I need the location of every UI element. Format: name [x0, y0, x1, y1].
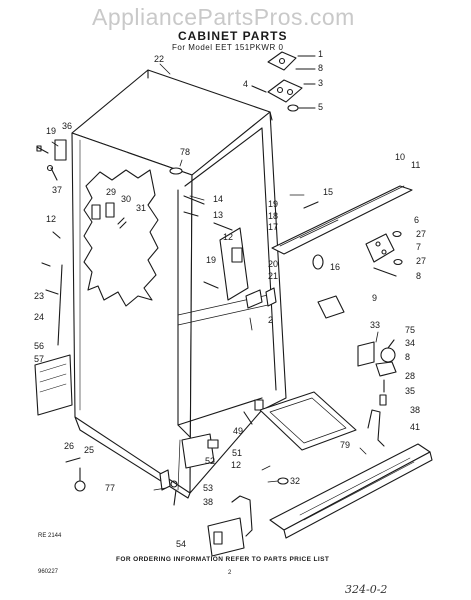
part-label: 23	[34, 291, 45, 301]
lower-left-parts	[160, 412, 252, 505]
part-label: 8	[405, 352, 411, 362]
part-label: 34	[405, 338, 416, 348]
left-hinge-screws	[37, 140, 66, 180]
interior-brackets	[184, 196, 276, 308]
part-label: 78	[180, 147, 191, 157]
part-label: 21	[268, 271, 279, 281]
lower-hinge-assembly	[366, 232, 402, 277]
top-plug	[170, 168, 182, 174]
door-rails	[272, 186, 412, 254]
plug-32	[278, 478, 288, 484]
part-label: 56	[34, 341, 45, 351]
part-label: 17	[268, 222, 279, 232]
part-label: 38	[410, 405, 421, 415]
ordering-footer-note: FOR ORDERING INFORMATION REFER TO PARTS …	[116, 556, 330, 563]
bracket-38-upper	[368, 410, 384, 446]
part-label: 30	[121, 194, 132, 204]
part-label: 49	[233, 426, 244, 436]
part-label: 75	[405, 325, 416, 335]
bumper-16	[313, 255, 323, 269]
part-label: 26	[64, 441, 75, 451]
part-label: 25	[84, 445, 95, 455]
part-label: 31	[136, 203, 147, 213]
part-label: 2	[268, 315, 274, 325]
diagram-subtitle: For Model EET 151PKWR 0	[172, 43, 284, 52]
drawing-code: RE 2144	[38, 533, 62, 539]
part-label: 18	[268, 211, 279, 221]
part-label: 33	[370, 320, 381, 330]
top-hinge-assembly	[252, 52, 315, 111]
leveling-legs	[66, 458, 85, 491]
part-label: 8	[318, 63, 324, 73]
part-label: 9	[372, 293, 378, 303]
part-label: 13	[213, 210, 224, 220]
part-label: 32	[290, 476, 301, 486]
lower-brackets	[208, 496, 252, 556]
part-label: 12	[46, 214, 57, 224]
part-label: 12	[231, 460, 242, 470]
part-label: 51	[232, 448, 243, 458]
insulation-cutaway	[84, 170, 158, 306]
part-label: 24	[34, 312, 45, 322]
page-mark: 2	[228, 570, 232, 576]
part-label: 1	[318, 49, 324, 59]
part-label: 77	[105, 483, 116, 493]
part-label: 54	[176, 539, 187, 549]
part-label: 6	[414, 215, 420, 225]
part-label: 29	[106, 187, 117, 197]
part-label: 22	[154, 54, 165, 64]
part-label: 41	[410, 422, 421, 432]
part-label: 38	[203, 497, 214, 507]
part-label: 37	[52, 185, 63, 195]
part-label: 57	[34, 354, 45, 364]
thermostat-cluster	[358, 340, 396, 405]
bracket-9	[318, 296, 344, 318]
part-label: 19	[268, 199, 279, 209]
part-label: 16	[330, 262, 341, 272]
part-label: 36	[62, 121, 73, 131]
diagram-title: CABINET PARTS	[178, 29, 288, 43]
left-side-fasteners	[42, 232, 62, 345]
part-label: 11	[411, 160, 421, 170]
part-label: 27	[416, 229, 427, 239]
part-label: 14	[213, 194, 224, 204]
drain-tray	[260, 392, 356, 450]
part-label: 19	[206, 255, 217, 265]
part-label: 8	[416, 271, 422, 281]
part-label: 28	[405, 371, 416, 381]
watermark: AppliancePartsPros.com	[92, 4, 355, 30]
part-label: 52	[205, 456, 216, 466]
part-label: 19	[46, 126, 57, 136]
part-label: 53	[203, 483, 214, 493]
part-label: 5	[318, 102, 324, 112]
part-label: 10	[395, 152, 406, 162]
part-label: 35	[405, 386, 416, 396]
part-label: 27	[416, 256, 427, 266]
small-code: 960227	[38, 569, 59, 575]
part-label: 3	[318, 78, 324, 88]
part-label: 7	[416, 242, 422, 252]
part-label: 15	[323, 187, 334, 197]
part-label: 4	[243, 79, 249, 89]
leader-lines	[52, 64, 378, 490]
part-label: 79	[340, 440, 351, 450]
toe-grille	[270, 444, 432, 538]
handwritten-note: 324-0-2	[345, 583, 388, 596]
part-label: 12	[223, 232, 234, 242]
part-label: 20	[268, 259, 279, 269]
compressor-shield	[35, 355, 72, 415]
